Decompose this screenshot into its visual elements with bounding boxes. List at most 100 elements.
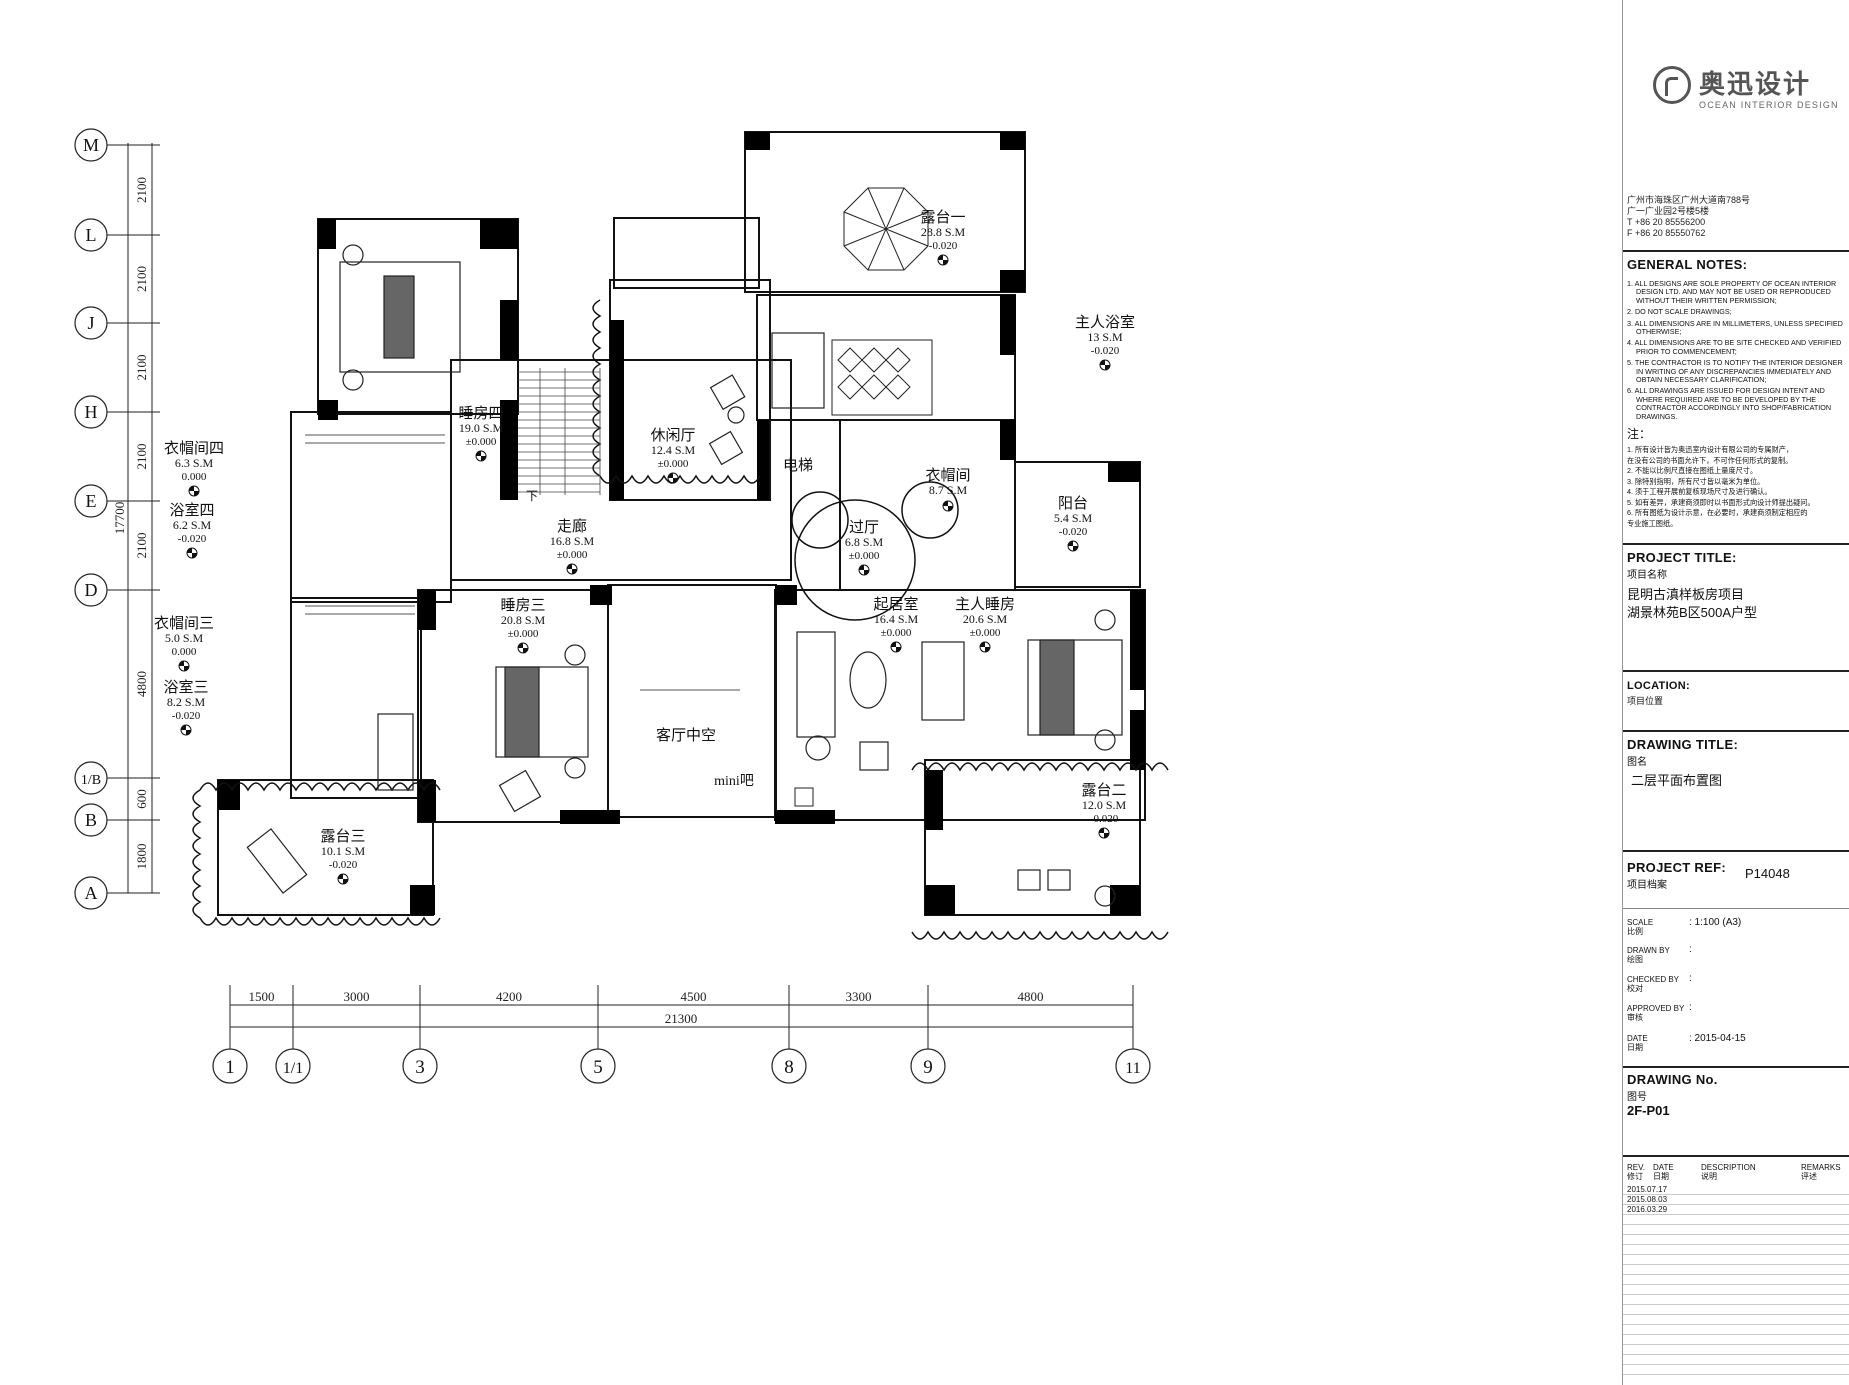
revision-row xyxy=(1623,1215,1849,1225)
cn-notes: 1. 所有设计皆为奥迅室内设计有限公司的专属财产， 在没有公司的书面允许下，不可… xyxy=(1627,445,1847,529)
level-marker-fill xyxy=(187,548,197,558)
revision-list: 2015.07.17 2015.08.03 2016.03.29 xyxy=(1623,1185,1849,1385)
rev-header-cn: 说明 xyxy=(1701,1172,1717,1181)
col-total-dimension: 21300 xyxy=(665,1011,698,1026)
divider xyxy=(1623,1155,1849,1157)
row-dimension: 1800 xyxy=(134,844,149,870)
general-note: 2. DO NOT SCALE DRAWINGS; xyxy=(1627,307,1732,317)
date-value: : 2015-04-15 xyxy=(1689,1033,1746,1044)
grid-row-bubble xyxy=(74,484,108,518)
room-level: -0.020 xyxy=(929,240,958,252)
room-name: 起居室 xyxy=(873,596,918,613)
grid-row-bubble xyxy=(74,876,108,910)
room-area: 10.1 S.M xyxy=(321,844,366,858)
revision-row xyxy=(1623,1225,1849,1235)
level-marker-fill xyxy=(668,473,678,483)
divider xyxy=(1623,730,1849,732)
revision-row: 2016.03.29 xyxy=(1623,1205,1849,1215)
approved-by-value: : xyxy=(1689,1002,1692,1013)
level-marker-fill xyxy=(1100,360,1110,370)
room-area: 13 S.M xyxy=(1087,330,1123,344)
room-level: -0.020 xyxy=(329,859,358,871)
level-marker-fill xyxy=(943,501,953,511)
drawn-by-label-en: DRAWN BY xyxy=(1627,946,1670,955)
grid-row-bubble xyxy=(74,395,108,429)
revision-row xyxy=(1623,1365,1849,1375)
project-title-cn-label: 项目名称 xyxy=(1627,570,1667,581)
revision-row xyxy=(1623,1235,1849,1245)
elevator-label: 电梯 xyxy=(783,457,813,474)
project-title-line: 湖景林苑B区500A户型 xyxy=(1627,605,1758,620)
logo-mark-icon xyxy=(1653,66,1691,104)
divider xyxy=(1623,908,1849,909)
scale-label-en: SCALE xyxy=(1627,918,1654,927)
grid-row-label: B xyxy=(85,810,97,830)
room-level: ±0.000 xyxy=(881,627,912,639)
horizontal-dimension xyxy=(230,1004,1133,1028)
logo-cn: 奥迅设计 xyxy=(1699,70,1812,100)
checked-by-value: : xyxy=(1689,973,1692,984)
rev-col-rev: REV.修订 xyxy=(1627,1163,1645,1181)
wall-poche xyxy=(218,132,1145,915)
revision-row xyxy=(1623,1285,1849,1295)
project-title-line: 昆明古滇样板房项目 xyxy=(1627,587,1745,602)
col-dimension: 1500 xyxy=(249,989,275,1004)
revision-row xyxy=(1623,1295,1849,1305)
project-ref-cn-label: 项目档案 xyxy=(1627,880,1667,891)
revision-row xyxy=(1623,1345,1849,1355)
drawing-no-cn-label: 图号 xyxy=(1627,1092,1647,1103)
grid-row-bubble xyxy=(74,573,108,607)
scale-label-cn: 比例 xyxy=(1627,927,1643,936)
room-area: 12.0 S.M xyxy=(1082,798,1127,812)
grid-col-label: 5 xyxy=(593,1057,603,1078)
room-name: 走廊 xyxy=(557,518,587,535)
col-dimension: 3000 xyxy=(344,989,370,1004)
grid-col-bubble xyxy=(771,1048,807,1084)
master-bath-pattern xyxy=(831,339,933,416)
minibar-fridge xyxy=(794,787,814,807)
grid-row-label: E xyxy=(86,491,97,511)
room-area: 16.8 S.M xyxy=(550,534,595,548)
logo-en: OCEAN INTERIOR DESIGN xyxy=(1699,100,1839,110)
rev-header-en: DESCRIPTION xyxy=(1701,1163,1756,1172)
room-name: 露台二 xyxy=(1081,782,1126,799)
rev-header-cn: 评述 xyxy=(1801,1172,1817,1181)
cn-note: 在没有公司的书面允许下，不可作任何形式的复制。 xyxy=(1627,455,1793,465)
grid-col-bubble xyxy=(910,1048,946,1084)
revision-row xyxy=(1623,1315,1849,1325)
revision-row xyxy=(1623,1265,1849,1275)
grid-col-label: 11 xyxy=(1125,1060,1140,1077)
grid-row-label: A xyxy=(85,883,98,903)
rev-header-en: REV. xyxy=(1627,1163,1645,1172)
revision-row xyxy=(1623,1335,1849,1345)
room-name: 睡房三 xyxy=(500,597,545,614)
level-marker-fill xyxy=(891,642,901,652)
col-dimension: 4500 xyxy=(681,989,707,1004)
address-line: T +86 20 85556200 xyxy=(1627,217,1706,227)
room-level: -0.020 xyxy=(1090,813,1119,825)
railings xyxy=(305,434,740,691)
row-dimension: 2100 xyxy=(134,355,149,381)
grid-col-label: 8 xyxy=(784,1057,794,1078)
stair-down-label: 下 xyxy=(526,489,538,503)
project-ref-label: PROJECT REF: xyxy=(1627,860,1726,875)
level-marker-fill xyxy=(518,643,528,653)
room-level: -0.020 xyxy=(1091,345,1120,357)
cn-note: 专业施工图纸。 xyxy=(1627,518,1678,528)
room-label: 过厅6.8 S.M±0.000 xyxy=(845,519,884,576)
minibar-label: mini吧 xyxy=(714,774,754,789)
revision-row xyxy=(1623,1355,1849,1365)
room-level: 0.000 xyxy=(172,646,197,658)
room-level: ±0.000 xyxy=(508,628,539,640)
revision-row xyxy=(1623,1325,1849,1335)
rev-header-cn: 修订 xyxy=(1627,1172,1643,1181)
room-name: 阳台 xyxy=(1058,495,1088,512)
row-dimension: 4800 xyxy=(134,671,149,697)
col-dimension: 4200 xyxy=(496,989,522,1004)
